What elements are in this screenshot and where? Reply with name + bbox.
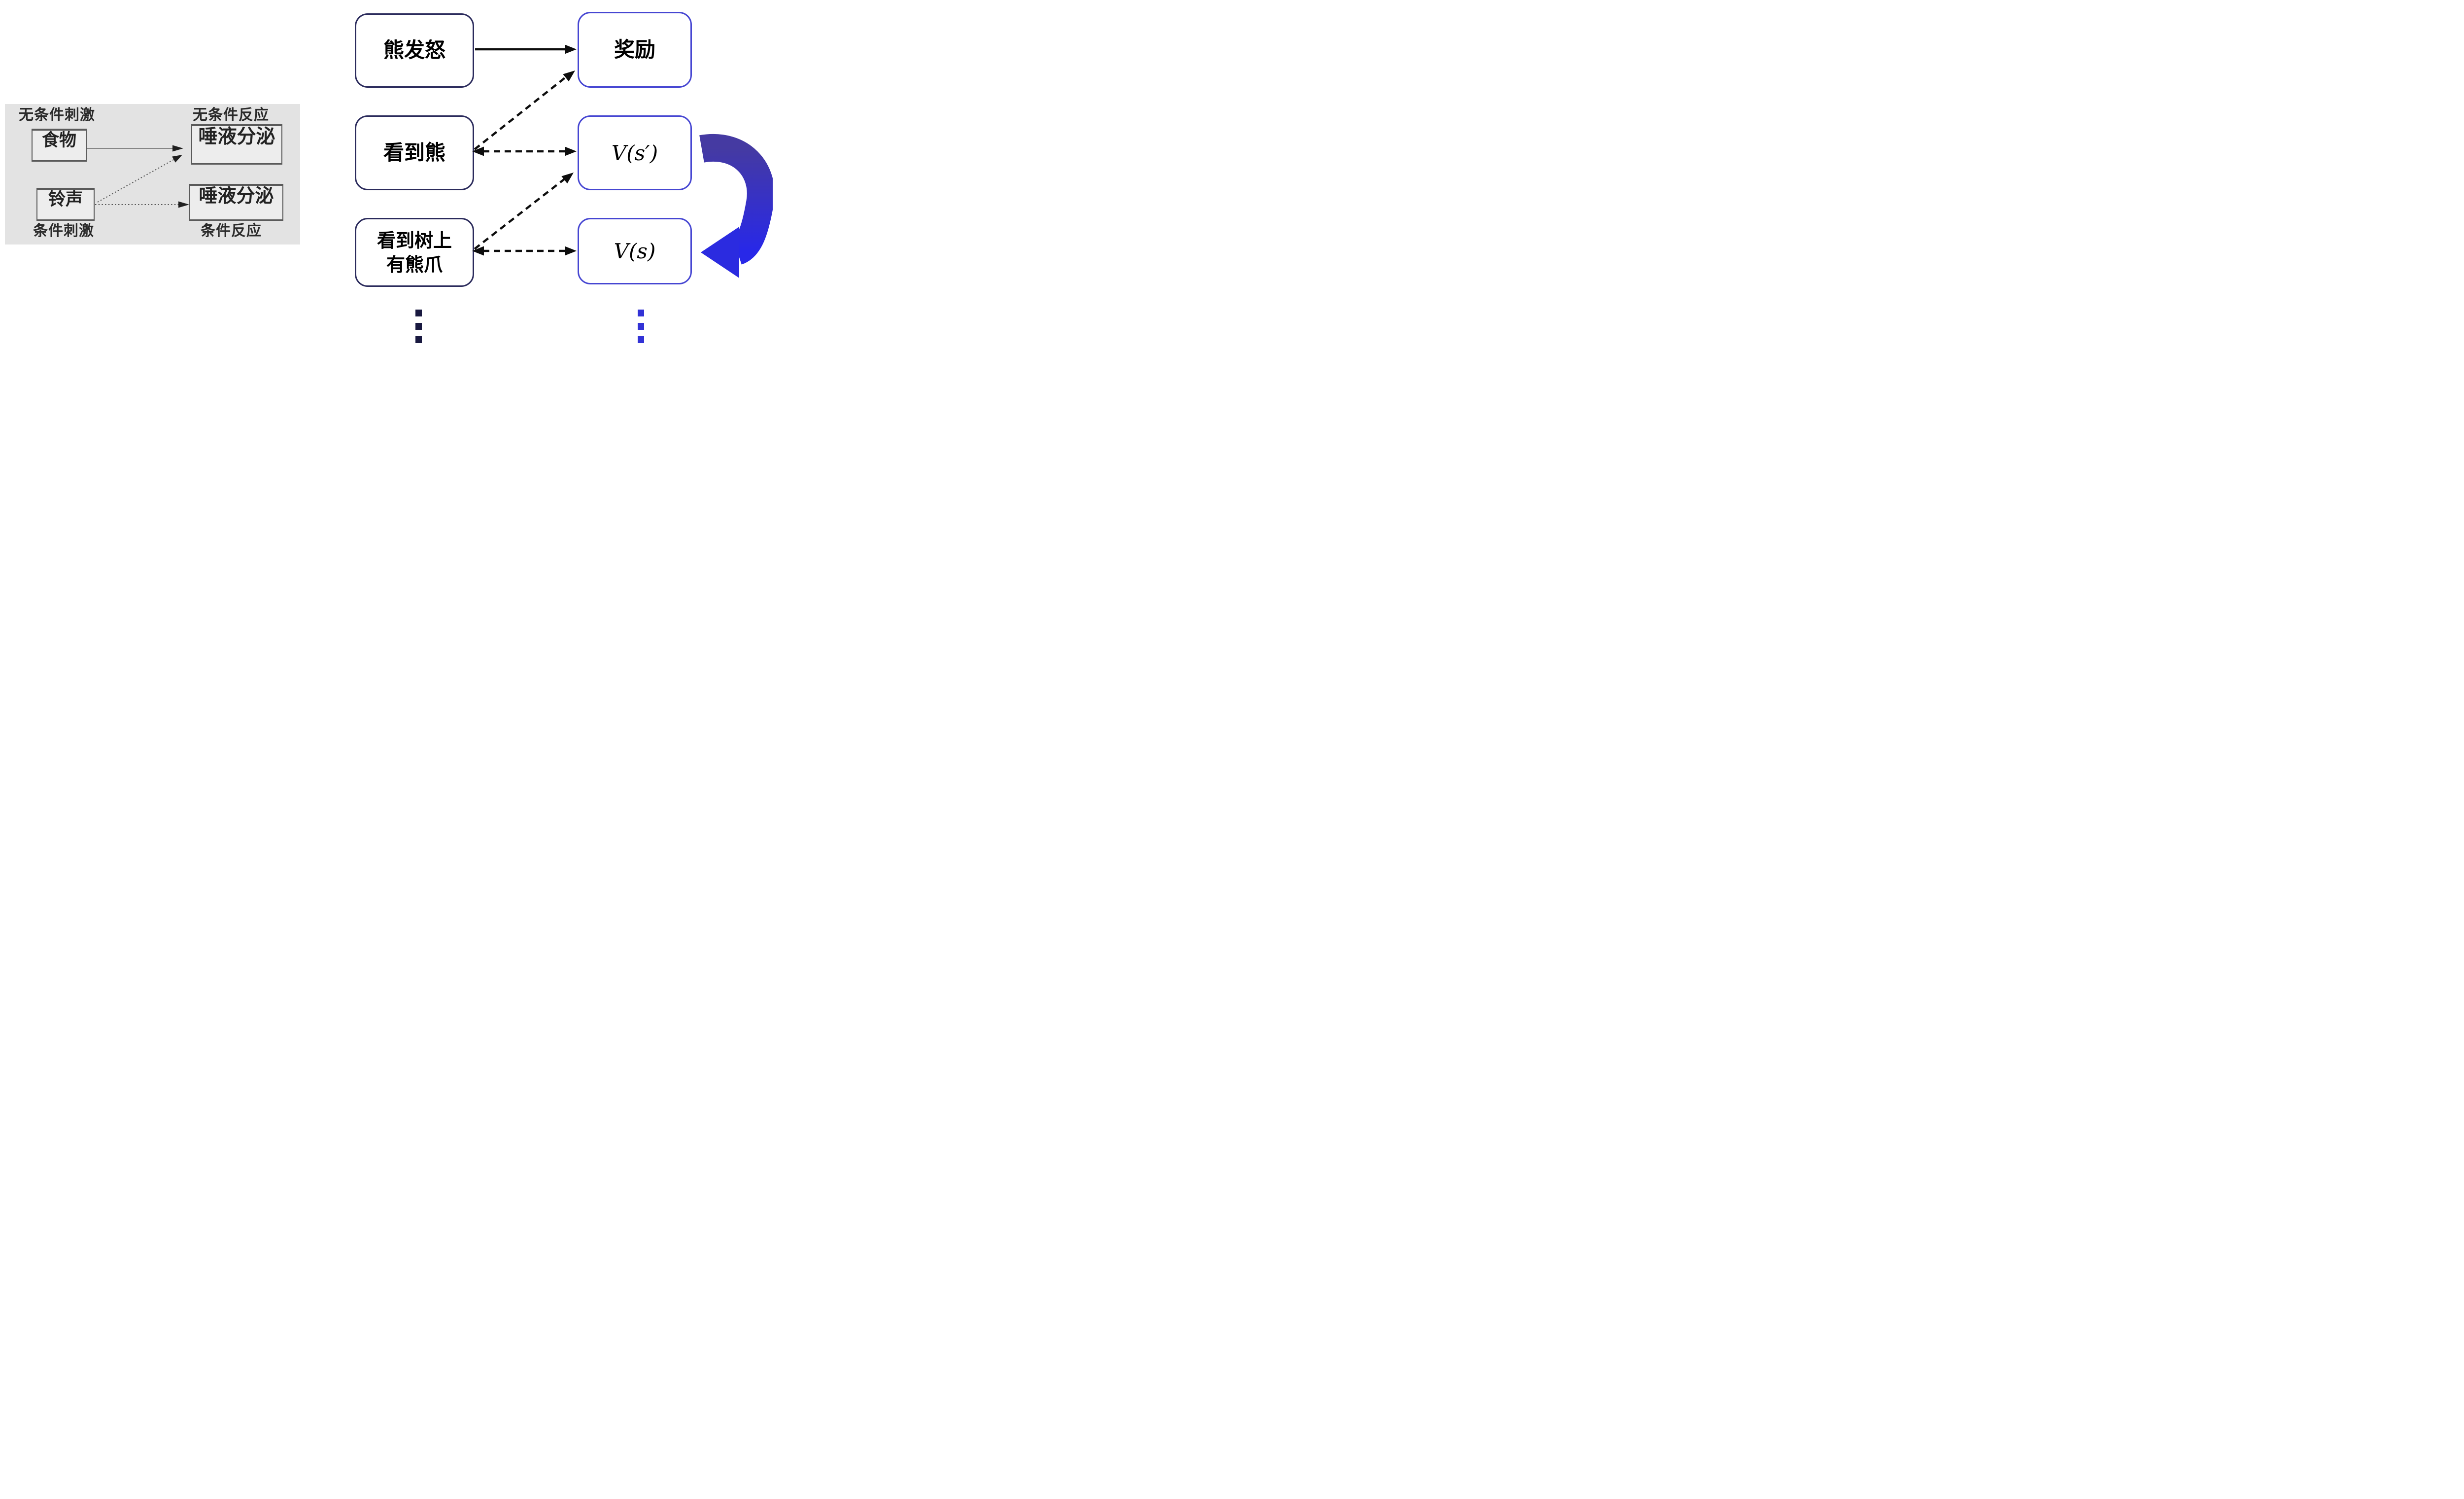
label-conditioned-response: 条件反应	[201, 223, 262, 239]
ellipsis-dot	[415, 310, 422, 316]
vertical-ellipsis-right-icon	[638, 310, 644, 343]
node-see-claws-line2: 有熊爪	[386, 253, 443, 276]
box-bell-label: 铃声	[48, 190, 83, 209]
conditioning-panel: 无条件刺激 无条件反应 食物 唾液分泌 铃声 唾液分泌 条件刺激 条件反应	[5, 104, 300, 244]
label-unconditioned-response: 无条件反应	[193, 107, 269, 123]
label-unconditioned-stimulus: 无条件刺激	[19, 107, 95, 123]
dashed-arrow-see-claws-to-value-next	[474, 173, 574, 250]
node-bear-rage: 熊发怒	[355, 13, 474, 88]
node-see-claws: 看到树上 有熊爪	[355, 218, 474, 287]
box-bell: 铃声	[36, 188, 95, 221]
node-reward-label: 奖励	[614, 37, 655, 62]
solid-arrow-food-to-salivation	[87, 145, 183, 152]
ellipsis-dot	[415, 323, 422, 330]
node-value-next-state: V(s′)	[578, 115, 692, 190]
slide-canvas: 无条件刺激 无条件反应 食物 唾液分泌 铃声 唾液分泌 条件刺激 条件反应	[0, 0, 773, 350]
solid-arrow-bear-to-reward	[475, 44, 577, 54]
box-food: 食物	[32, 129, 87, 162]
dotted-arrow-bell-to-salivation-top	[97, 155, 182, 203]
vertical-ellipsis-left-icon	[415, 310, 422, 343]
dashed-arrow-see-claws-value-state	[472, 246, 577, 256]
box-salivation-top: 唾液分泌	[191, 124, 282, 165]
node-reward: 奖励	[578, 12, 692, 88]
node-see-bear-label: 看到熊	[383, 140, 445, 165]
ellipsis-dot	[415, 336, 422, 343]
box-salivation-bottom-label: 唾液分泌	[199, 186, 274, 207]
box-salivation-bottom: 唾液分泌	[189, 184, 283, 221]
dashed-arrow-see-bear-to-reward	[474, 70, 575, 150]
ellipsis-dot	[638, 336, 644, 343]
conditioning-arrows	[87, 145, 189, 208]
node-bear-rage-label: 熊发怒	[383, 38, 445, 63]
dashed-arrow-see-bear-value-next	[472, 146, 577, 156]
box-salivation-top-label: 唾液分泌	[198, 126, 275, 147]
label-conditioned-stimulus: 条件刺激	[33, 223, 94, 239]
ellipsis-dot	[638, 323, 644, 330]
ellipsis-dot	[638, 310, 644, 316]
curved-ribbon-arrow-icon	[699, 134, 773, 278]
node-value-state: V(s)	[578, 218, 692, 284]
box-food-label: 食物	[41, 131, 76, 150]
node-value-next-state-label: V(s′)	[611, 140, 658, 165]
dotted-arrow-bell-to-salivation-bottom	[95, 201, 189, 208]
node-see-bear: 看到熊	[355, 115, 474, 190]
node-value-state-label: V(s)	[614, 239, 656, 263]
node-see-claws-line1: 看到树上	[376, 229, 452, 251]
